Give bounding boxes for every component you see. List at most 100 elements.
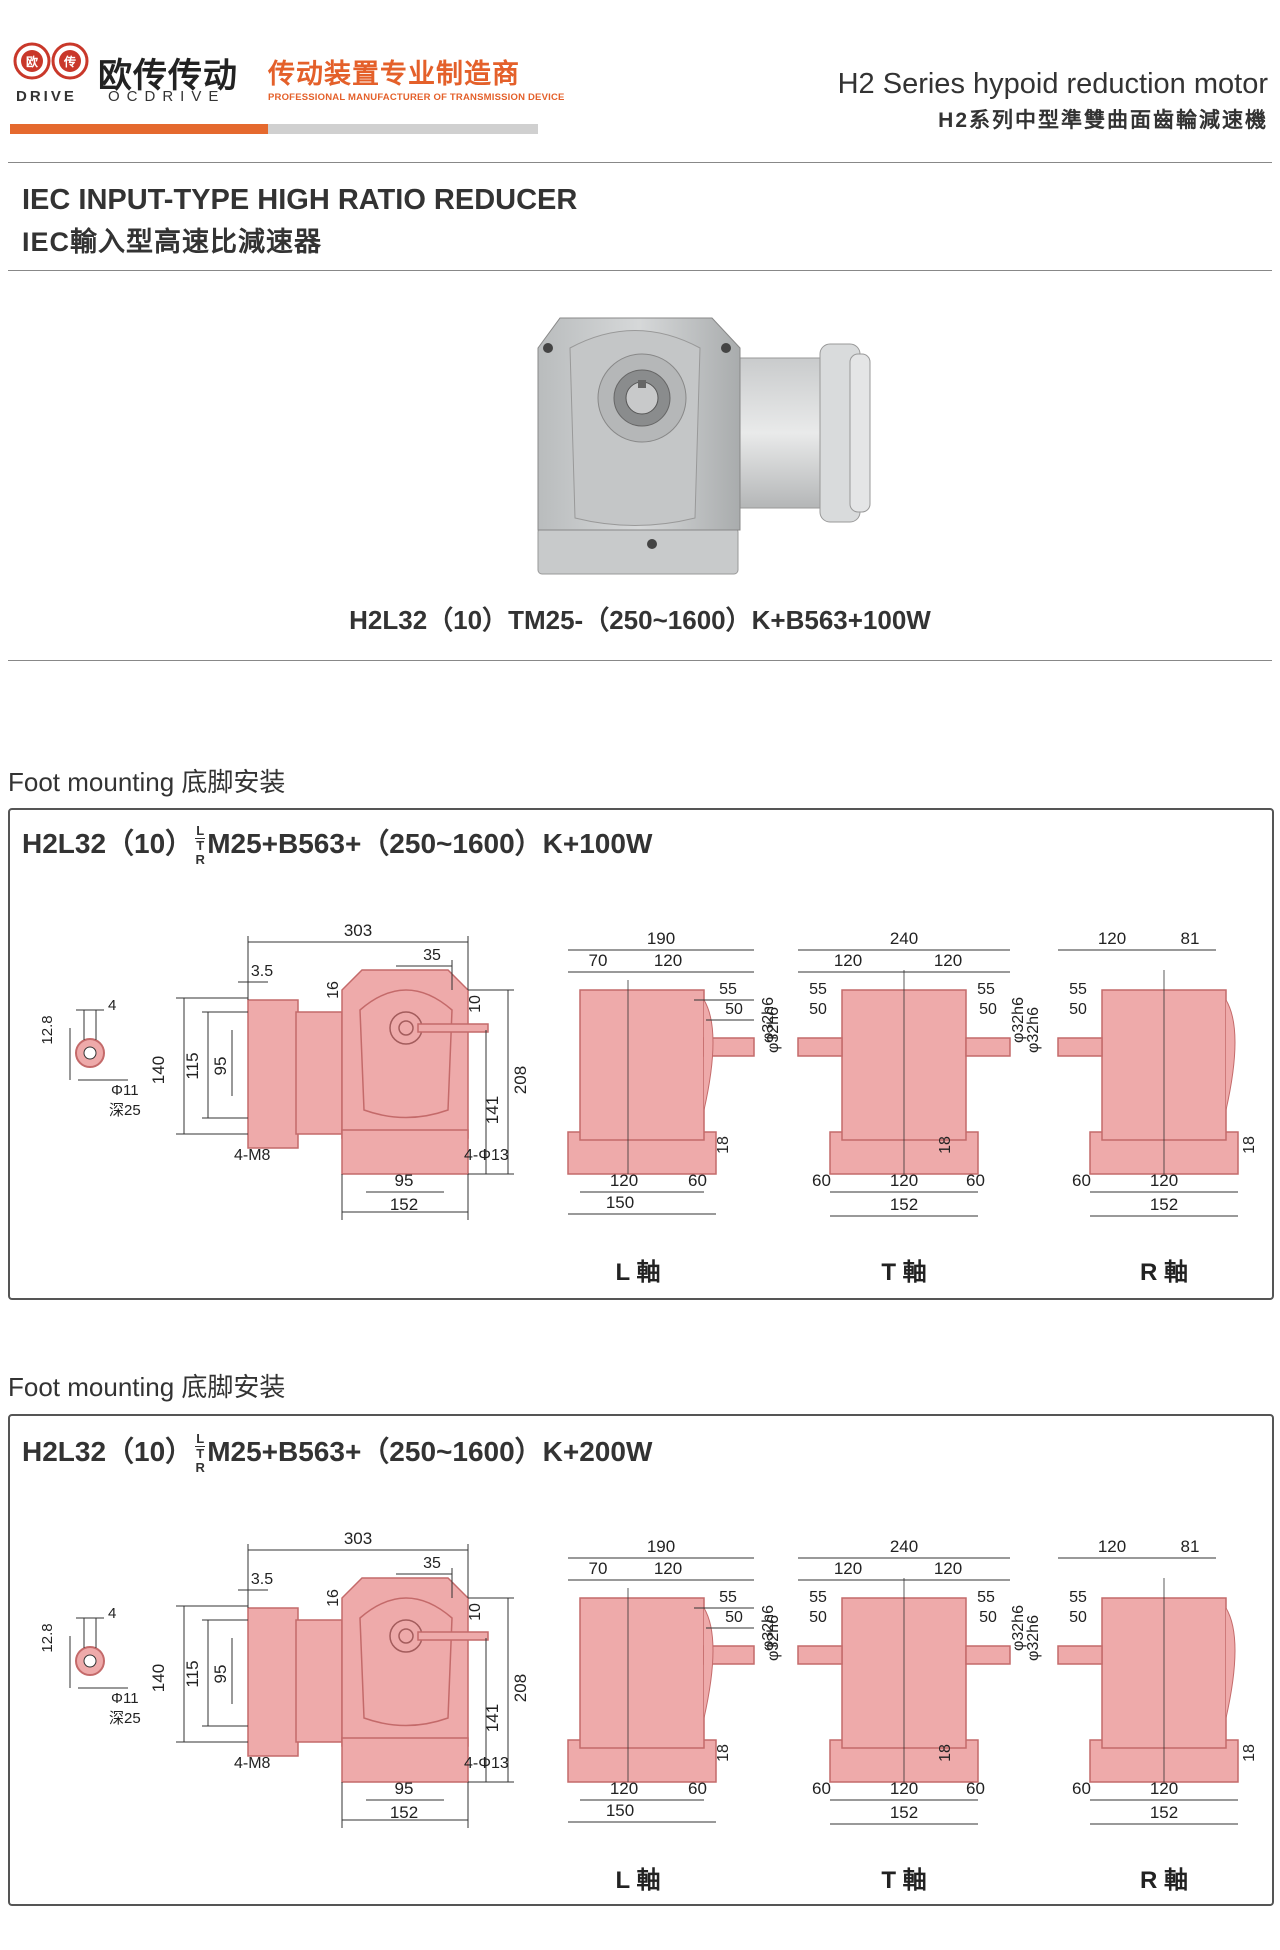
dimension-label: φ32h6 xyxy=(765,1007,782,1053)
dimension-label: 60 xyxy=(1072,1779,1091,1798)
dimension-label: 115 xyxy=(183,1660,202,1687)
foot xyxy=(341,1737,469,1783)
dimension-label: φ32h6 xyxy=(1010,997,1027,1043)
dimension-label: 16 xyxy=(325,981,342,999)
title-suffix: M25+B563+（250~1600）K+200W xyxy=(207,1436,653,1467)
dimension-label: 60 xyxy=(1072,1171,1091,1190)
dimension-label: φ32h6 xyxy=(765,1615,782,1661)
title-prefix: H2L32（10） xyxy=(22,1436,194,1467)
dimension-label: 120 xyxy=(934,1559,962,1578)
axis-label-l: L 軸 xyxy=(616,1867,661,1894)
dimension-label: 18 xyxy=(937,1136,954,1154)
dimension-label: 120 xyxy=(1098,1537,1126,1556)
foot xyxy=(341,1129,469,1175)
shaft-letter-t: T xyxy=(196,1446,205,1462)
header-bar-orange xyxy=(10,124,268,134)
axis-label-t: T 軸 xyxy=(881,1259,926,1286)
input-flange xyxy=(247,1607,299,1757)
housing-bulge xyxy=(1225,1607,1236,1719)
dimension-label: 303 xyxy=(344,1529,372,1548)
input-shaft xyxy=(797,1645,843,1665)
adapter xyxy=(295,1011,343,1135)
dimension-label: 120 xyxy=(834,1559,862,1578)
dimension-label: 50 xyxy=(1069,1609,1087,1626)
shaft-bore xyxy=(83,1046,97,1060)
page-title-en: IEC INPUT-TYPE HIGH RATIO REDUCER xyxy=(22,184,578,216)
section-label: Foot mounting 底脚安装 xyxy=(8,767,286,797)
logo-text-cn: 欧传传动 xyxy=(98,57,238,95)
logo-badge-left: 欧 xyxy=(26,54,38,69)
dimension-label: 152 xyxy=(390,1803,418,1822)
dimension-label: 18 xyxy=(715,1136,732,1154)
tagline-cn: 传动装置专业制造商 xyxy=(268,59,520,89)
keyway xyxy=(417,1023,489,1033)
dimension-label: 303 xyxy=(344,921,372,940)
dimension-label: 70 xyxy=(589,951,608,970)
dimension-label: 70 xyxy=(589,1559,608,1578)
dimension-label: 140 xyxy=(149,1664,168,1692)
dimension-label: 10 xyxy=(467,995,484,1013)
logo-gear-icon: 欧 传 xyxy=(13,42,89,80)
housing-bulge xyxy=(1225,999,1236,1111)
dimension-label: 60 xyxy=(812,1779,831,1798)
dimension-label: 50 xyxy=(979,1609,997,1626)
dimension-label: 50 xyxy=(725,1001,743,1018)
dimension-label: 120 xyxy=(1098,929,1126,948)
header-bar-grey xyxy=(268,124,538,134)
dimension-label: φ32h6 xyxy=(1010,1605,1027,1651)
dimension-label: 50 xyxy=(725,1609,743,1626)
product-model-caption: H2L32（10）TM25-（250~1600）K+B563+100W xyxy=(349,605,931,635)
logo: 欧 传 xyxy=(10,36,240,106)
dimension-label: 55 xyxy=(719,1589,737,1606)
dimension-label: 120 xyxy=(610,1779,638,1798)
shaft-letter-l: L xyxy=(196,1431,205,1447)
dimension-label: 152 xyxy=(890,1803,918,1822)
dimension-label: Φ11 xyxy=(111,1690,139,1707)
dimension-label: 55 xyxy=(977,981,995,998)
divider xyxy=(8,162,1272,163)
dimension-label: 55 xyxy=(809,1589,827,1606)
dimension-label: 140 xyxy=(149,1056,168,1084)
input-shaft xyxy=(1057,1645,1103,1665)
dimension-label: 120 xyxy=(610,1171,638,1190)
housing xyxy=(579,1597,705,1749)
housing xyxy=(579,989,705,1141)
dimension-label: 120 xyxy=(890,1779,918,1798)
dimension-label: 141 xyxy=(483,1096,502,1124)
dimension-label: 190 xyxy=(647,929,675,948)
dimension-label: 120 xyxy=(834,951,862,970)
dimension-label: 81 xyxy=(1181,1537,1200,1556)
dimension-label: 60 xyxy=(688,1171,707,1190)
dimension-label: 55 xyxy=(1069,981,1087,998)
dimension-label: 141 xyxy=(483,1704,502,1732)
dimension-label: 50 xyxy=(1069,1001,1087,1018)
dimension-label: 60 xyxy=(812,1171,831,1190)
dimension-label: 120 xyxy=(654,1559,682,1578)
dimension-label: 120 xyxy=(890,1171,918,1190)
shaft-letter-r: R xyxy=(195,1460,205,1476)
axis-label-t: T 軸 xyxy=(881,1867,926,1894)
dimension-label: 35 xyxy=(423,1555,441,1572)
dimension-label: 55 xyxy=(1069,1589,1087,1606)
divider xyxy=(8,660,1272,661)
logo-text-ocdrive: OCDRIVE xyxy=(108,88,226,105)
shaft-bore xyxy=(83,1654,97,1668)
dimension-label: 12.8 xyxy=(39,1623,56,1652)
dimension-label: 208 xyxy=(511,1674,530,1702)
dimension-label: 152 xyxy=(390,1195,418,1214)
section-label: Foot mounting 底脚安装 xyxy=(8,1372,286,1402)
dimension-label: 10 xyxy=(467,1603,484,1621)
dimension-label: 81 xyxy=(1181,929,1200,948)
series-title-en: H2 Series hypoid reduction motor xyxy=(837,68,1268,100)
shaft-core xyxy=(398,1628,414,1644)
dimension-label: 55 xyxy=(977,1589,995,1606)
output-shaft xyxy=(965,1645,1011,1665)
dimension-label: 150 xyxy=(606,1193,634,1212)
housing-bulge xyxy=(703,999,714,1111)
dimension-label: 18 xyxy=(937,1744,954,1762)
dimension-label: 95 xyxy=(395,1779,414,1798)
